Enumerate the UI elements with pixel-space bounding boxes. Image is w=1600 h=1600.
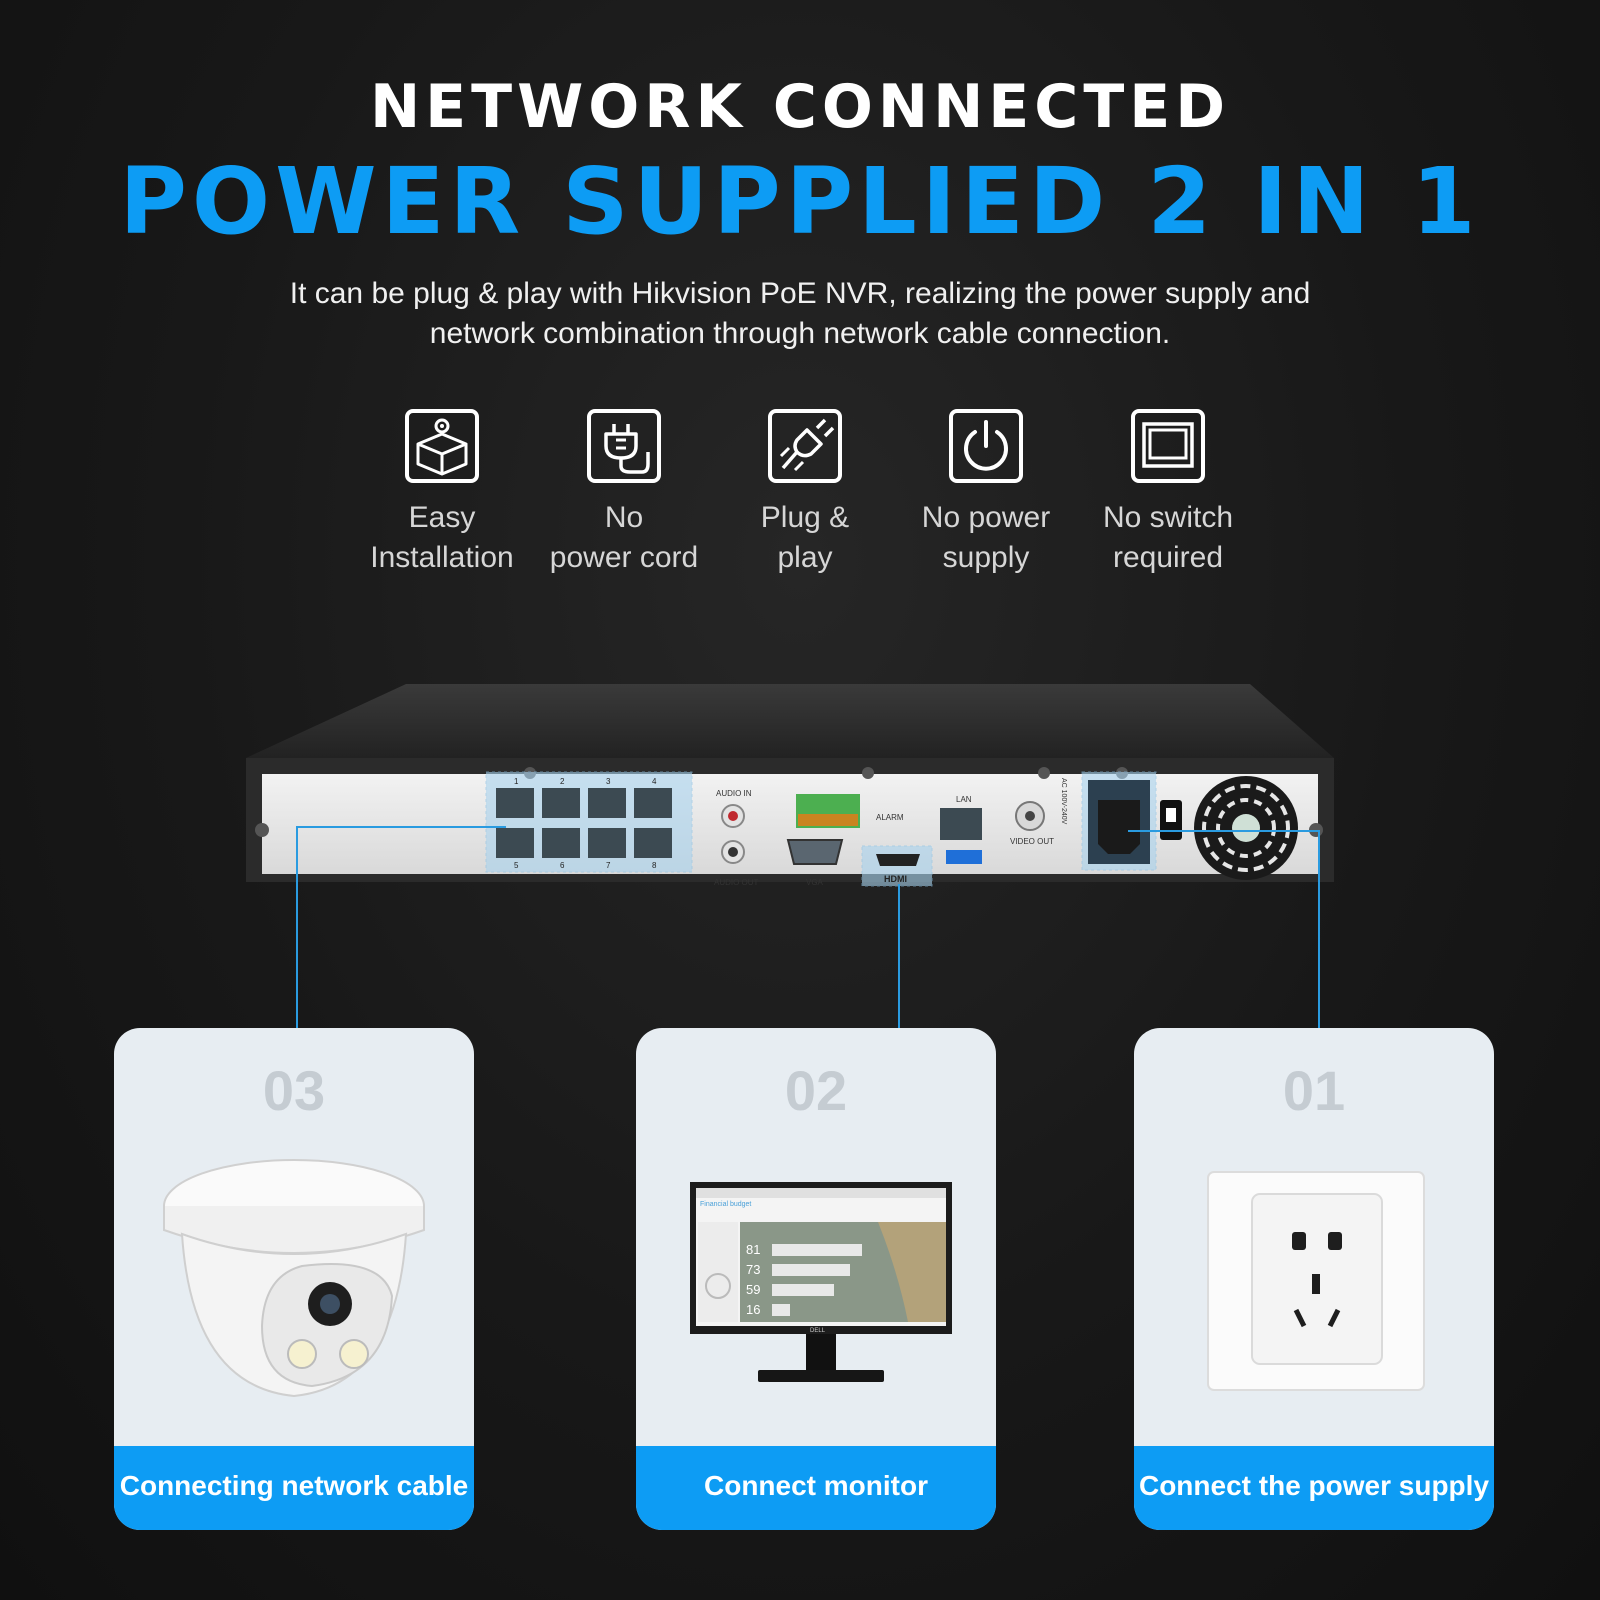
screw xyxy=(1038,767,1050,779)
hdmi-port xyxy=(876,854,920,866)
feature-label-line2: power cord xyxy=(549,541,699,574)
connector-line xyxy=(1318,830,1320,1028)
dome-camera-image xyxy=(163,1159,425,1398)
port-number: 7 xyxy=(606,861,611,870)
vga-port xyxy=(786,839,844,865)
hdmi-label: HDMI xyxy=(884,874,907,884)
connector-icon xyxy=(768,409,842,483)
feature-label-line1: No xyxy=(604,501,644,534)
nvr-device: 1 2 3 4 5 6 7 8 AUDIO IN AUDIO OUT ALARM… xyxy=(246,684,1334,887)
step-number: 02 xyxy=(784,1059,848,1122)
feature-no-switch-required: No switch required xyxy=(1068,408,1268,578)
description: It can be plug & play with Hikvision PoE… xyxy=(200,274,1400,354)
socket-hole xyxy=(1328,1232,1342,1250)
step-number: 01 xyxy=(1282,1059,1346,1122)
port-number: 4 xyxy=(652,777,657,786)
connector-line xyxy=(296,826,298,1028)
socket-hole xyxy=(1293,1308,1307,1328)
port-number: 8 xyxy=(652,861,657,870)
connector-line xyxy=(898,884,900,1028)
wall-socket-image xyxy=(1207,1171,1425,1391)
socket-hole xyxy=(1292,1232,1306,1250)
card-network-cable: 03 Connecting network cable xyxy=(114,1028,474,1530)
monitor-brand: DELL xyxy=(810,1328,826,1334)
card-label: Connect monitor xyxy=(636,1446,996,1530)
socket-hole xyxy=(1312,1274,1320,1294)
monitor-stat: 81 xyxy=(746,1242,760,1257)
plug-icon xyxy=(587,409,661,483)
audio-out-label: AUDIO OUT xyxy=(714,878,759,887)
feature-label-line2: supply xyxy=(942,541,1030,574)
monitor-stat: 16 xyxy=(746,1302,760,1317)
switch-icon xyxy=(1131,409,1205,483)
alarm-label: ALARM xyxy=(876,813,904,822)
feature-label-line1: No power xyxy=(921,501,1051,534)
vga-label: VGA xyxy=(806,878,824,887)
power-icon xyxy=(949,409,1023,483)
monitor-stat: 73 xyxy=(746,1262,760,1277)
poe-ports xyxy=(496,788,672,858)
feature-no-power-supply: No power supply xyxy=(886,408,1086,578)
socket-hole xyxy=(1327,1308,1341,1328)
feature-label-line2: Installation xyxy=(370,541,514,574)
card-monitor: 02 Financial budget 81 73 59 16 DELL Con… xyxy=(636,1028,996,1530)
ac-label: AC 100V-240V xyxy=(1060,778,1067,825)
card-power-supply: 01 Connect the power supply xyxy=(1134,1028,1494,1530)
port-number: 3 xyxy=(606,777,611,786)
description-line-1: It can be plug & play with Hikvision PoE… xyxy=(289,277,1311,310)
port-number: 5 xyxy=(514,861,519,870)
feature-label-line1: No switch xyxy=(1102,501,1234,534)
feature-label-line2: required xyxy=(1112,541,1224,574)
feature-label-line2: play xyxy=(777,541,833,574)
usb-port xyxy=(946,850,982,864)
monitor-stat: 59 xyxy=(746,1282,760,1297)
subheadline: POWER SUPPLIED 2 IN 1 xyxy=(119,148,1481,255)
connector-line xyxy=(296,826,506,828)
card-label: Connect the power supply xyxy=(1134,1446,1494,1530)
lan-port xyxy=(940,808,982,840)
port-number: 6 xyxy=(560,861,565,870)
audio-in-label: AUDIO IN xyxy=(716,789,752,798)
feature-no-power-cord: No power cord xyxy=(524,408,724,578)
card-label: Connecting network cable xyxy=(114,1446,474,1530)
feature-label-line1: Easy xyxy=(408,501,476,534)
monitor-header: Financial budget xyxy=(700,1201,751,1208)
port-number: 1 xyxy=(514,777,519,786)
feature-easy-installation: Easy Installation xyxy=(342,408,542,578)
monitor-image: Financial budget 81 73 59 16 DELL xyxy=(690,1182,952,1382)
port-number: 2 xyxy=(560,777,565,786)
feature-plug-and-play: Plug & play xyxy=(705,408,905,578)
lan-label: LAN xyxy=(956,795,972,804)
step-number: 03 xyxy=(262,1059,326,1122)
nvr-lid xyxy=(246,684,1334,758)
connector-line xyxy=(1128,830,1320,832)
headline: NETWORK CONNECTED xyxy=(369,72,1231,142)
video-out-label: VIDEO OUT xyxy=(1010,837,1054,846)
box-icon xyxy=(405,409,479,483)
feature-label-line1: Plug & xyxy=(760,501,850,534)
screw xyxy=(862,767,874,779)
screw xyxy=(255,823,269,837)
description-line-2: network combination through network cabl… xyxy=(429,317,1171,350)
